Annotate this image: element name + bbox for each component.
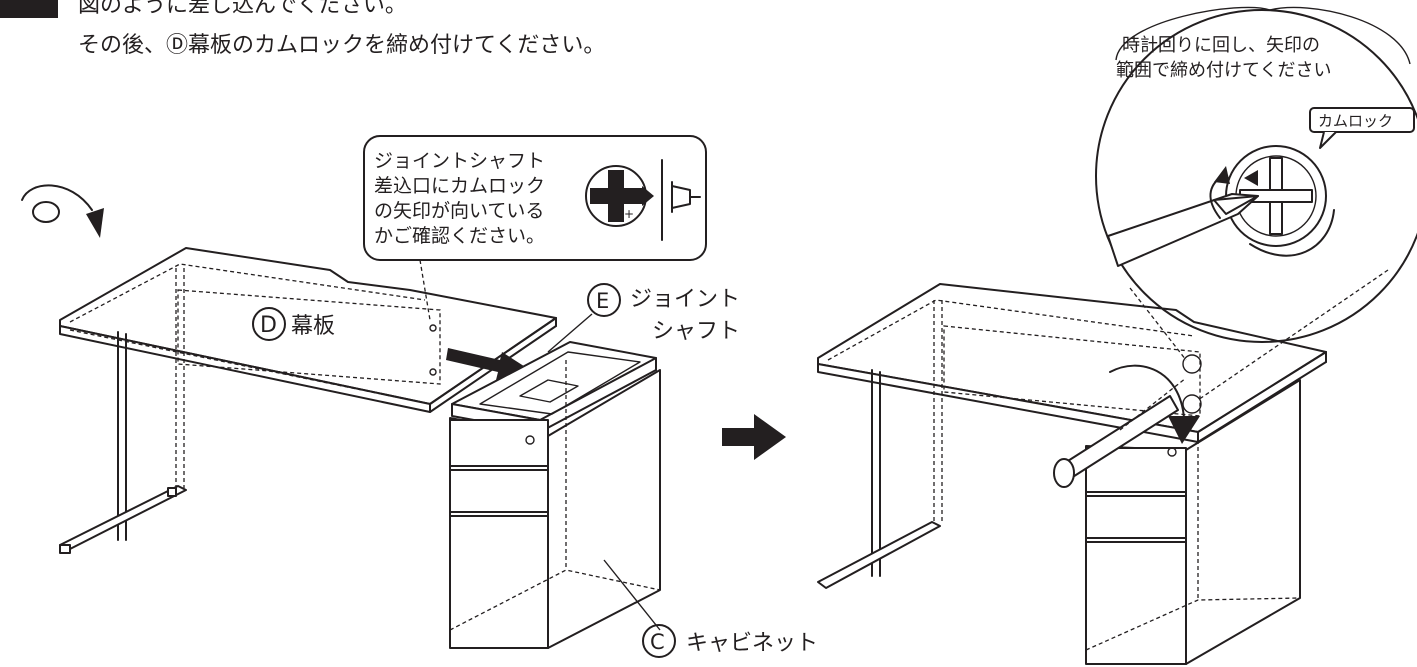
svg-text:カムロック: カムロック <box>1318 112 1393 130</box>
cabinet-right <box>1085 379 1301 665</box>
desk-right <box>817 283 1327 589</box>
callout-line-2: 差込口にカムロック <box>374 175 545 197</box>
svg-text:シャフト: シャフト <box>652 319 740 344</box>
part-e-label: E ジョイント シャフト <box>547 283 740 353</box>
svg-text:+: + <box>624 207 634 221</box>
instruction-line-1: 図のように差し込んでください。 <box>78 0 407 18</box>
svg-text:幕板: 幕板 <box>291 314 335 339</box>
step-marker <box>0 0 58 18</box>
instruction-line-2: その後、Ⓓ幕板のカムロックを締め付けてください。 <box>78 33 605 58</box>
part-c-label: C キャビネット <box>603 559 818 658</box>
svg-text:E: E <box>596 289 609 313</box>
callout-box: ジョイントシャフト 差込口にカムロック の矢印が向いている かご確認ください。 … <box>363 135 707 321</box>
detail-instruction: 時計回りに回し、矢印の 範囲で締め付けてください <box>1115 6 1411 81</box>
insert-arrow-icon <box>446 348 530 380</box>
detail-magnifier <box>1095 9 1417 401</box>
turn-over-icon <box>21 184 104 238</box>
rotate-arrow-icon <box>1109 364 1200 444</box>
cabinet-left <box>449 341 661 649</box>
callout-line-4: かご確認ください。 <box>374 225 545 247</box>
svg-text:ジョイント: ジョイント <box>630 287 740 312</box>
lock-icon <box>525 435 535 445</box>
desk-left <box>59 247 557 554</box>
detail-instruction-line-2: 範囲で締め付けてください <box>1116 60 1331 81</box>
cam-lock-tag: カムロック <box>1309 107 1415 149</box>
svg-text:キャビネット: キャビネット <box>686 631 818 656</box>
detail-instruction-line-1: 時計回りに回し、矢印の <box>1122 35 1320 56</box>
part-d-label: D 幕板 <box>252 307 335 341</box>
callout-line-1: ジョイントシャフト <box>374 150 545 172</box>
callout-line-3: の矢印が向いている <box>374 200 544 222</box>
shaft-inlet-icon <box>671 181 701 213</box>
screwdriver-icon <box>1053 377 1187 488</box>
next-step-arrow-icon <box>722 414 786 460</box>
svg-text:D: D <box>260 313 277 338</box>
svg-text:C: C <box>650 630 665 654</box>
